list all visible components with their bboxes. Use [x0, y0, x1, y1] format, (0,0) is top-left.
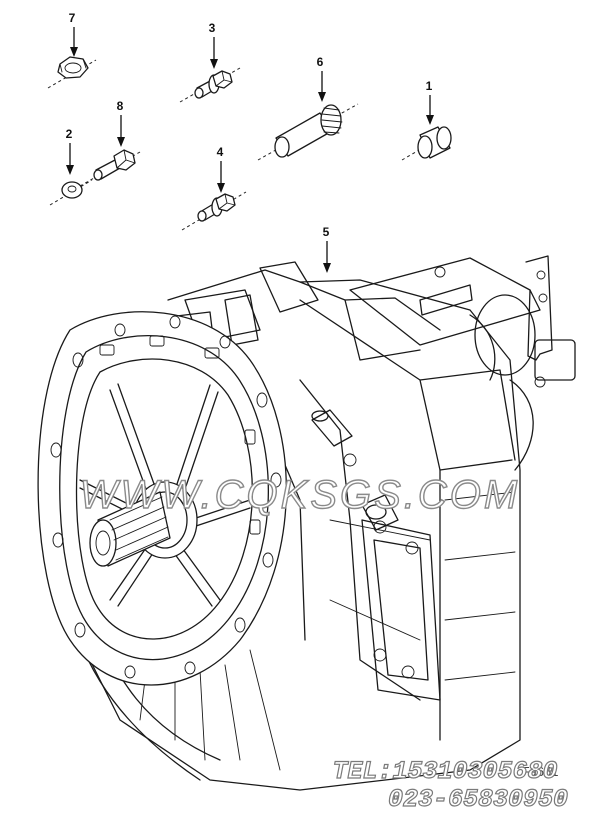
callout-6: 6	[317, 55, 324, 69]
part-5-transmission-housing: 5	[55, 225, 576, 791]
callout-7: 7	[69, 11, 76, 25]
callout-4: 4	[217, 145, 224, 159]
contact-phone: 023-65830950	[388, 785, 568, 814]
contact-tel: TEL:15310305680	[332, 757, 557, 786]
figure-id: Fa651	[522, 764, 559, 779]
part-2-washer: 2	[49, 127, 93, 206]
part-1-bushing: 1	[401, 79, 452, 161]
part-3-flange-bolt: 3	[179, 21, 241, 103]
callout-2: 2	[66, 127, 73, 141]
watermark-url: WWW.CQKSGS.COM	[80, 473, 520, 517]
part-7-hex-nut: 7	[47, 11, 97, 89]
part-8-bolt: 8	[79, 99, 141, 187]
part-6-splined-shaft: 6	[257, 55, 359, 161]
callout-5: 5	[323, 225, 330, 239]
callout-8: 8	[117, 99, 124, 113]
callout-1: 1	[426, 79, 433, 93]
part-4-flange-bolt: 4	[181, 145, 247, 231]
bell-housing-flange	[37, 311, 287, 686]
callout-3: 3	[209, 21, 216, 35]
